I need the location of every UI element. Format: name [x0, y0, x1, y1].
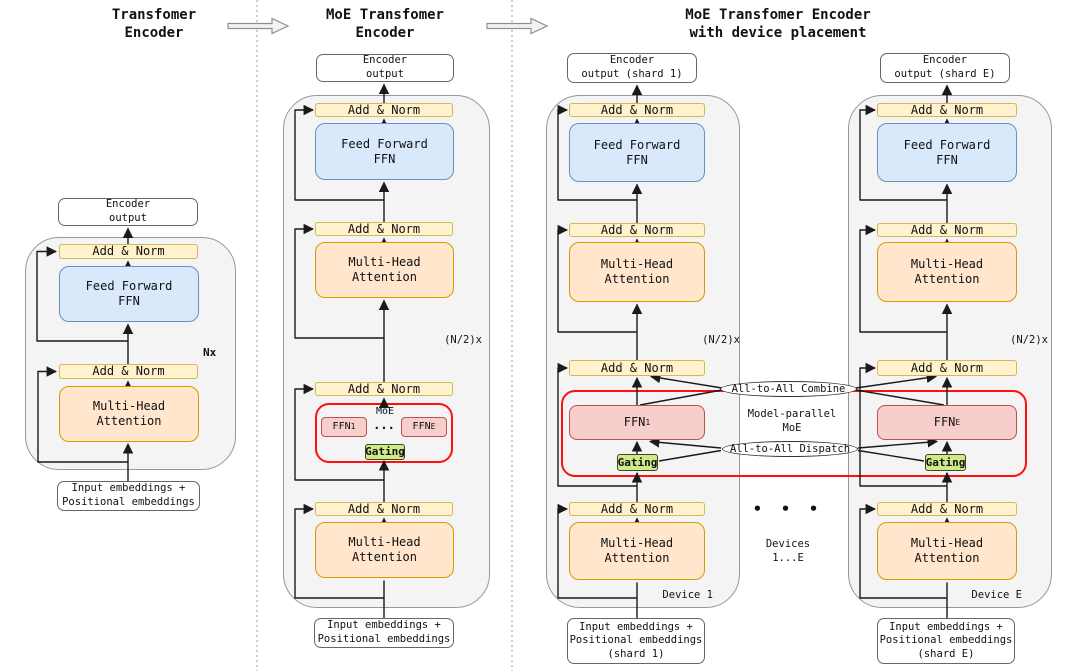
middle-input-embeddings-box: Input embeddings + Positional embeddings: [314, 618, 454, 648]
deviceE-repeat-label: (N/2)x: [1010, 334, 1048, 346]
device1-label: Device 1: [662, 589, 713, 601]
deviceE-add-norm-1: Add & Norm: [877, 103, 1017, 117]
device1-add-norm-3: Add & Norm: [569, 360, 705, 376]
ffn-label: FFN: [933, 415, 956, 429]
middle-panel-title: MoE Transfomer Encoder: [325, 7, 444, 42]
left-feed-forward-box: Feed Forward FFN: [59, 266, 199, 322]
flow-arrow-icon-1: [227, 17, 290, 35]
left-add-norm-top: Add & Norm: [59, 244, 198, 259]
deviceE-multi-head-attention-1: Multi-Head Attention: [877, 242, 1017, 302]
deviceE-label: Device E: [971, 589, 1022, 601]
model-parallel-moe-label: Model-parallel MoE: [747, 408, 837, 434]
left-input-embeddings-box: Input embeddings + Positional embeddings: [57, 481, 200, 511]
ffn-label: FFN: [332, 420, 351, 432]
middle-repeat-label: (N/2)x: [444, 334, 482, 346]
deviceE-add-norm-4: Add & Norm: [877, 502, 1017, 516]
left-add-norm-bottom: Add & Norm: [59, 364, 198, 379]
left-repeat-label: Nx: [203, 346, 217, 359]
middle-add-norm-3: Add & Norm: [315, 382, 453, 396]
device1-input-embeddings-box: Input embeddings + Positional embeddings…: [567, 618, 705, 664]
ffn-label: FFN: [623, 415, 646, 429]
ffn-subscript: E: [955, 417, 961, 427]
deviceE-gating-box: Gating: [925, 454, 966, 471]
deviceE-encoder-output-box: Encoder output (shard E): [880, 53, 1010, 83]
middle-experts-ellipsis: ...: [373, 418, 395, 432]
middle-multi-head-attention-1: Multi-Head Attention: [315, 242, 454, 298]
deviceE-multi-head-attention-2: Multi-Head Attention: [877, 522, 1017, 580]
middle-moe-label: MoE: [375, 406, 395, 417]
ffn-subscript: E: [430, 422, 436, 431]
device1-feed-forward-box: Feed Forward FFN: [569, 123, 705, 182]
device1-encoder-output-box: Encoder output (shard 1): [567, 53, 697, 83]
flow-arrows: [36, 83, 953, 618]
middle-multi-head-attention-2: Multi-Head Attention: [315, 522, 454, 578]
device1-gating-box: Gating: [617, 454, 658, 471]
device1-repeat-label: (N/2)x: [702, 334, 740, 346]
flow-arrow-icon-2: [486, 17, 549, 35]
middle-encoder-output-box: Encoder output: [316, 54, 454, 82]
deviceE-input-embeddings-box: Input embeddings + Positional embeddings…: [877, 618, 1015, 664]
middle-feed-forward-box: Feed Forward FFN: [315, 123, 454, 180]
left-panel-title: Transfomer Encoder: [111, 7, 197, 42]
deviceE-add-norm-2: Add & Norm: [877, 223, 1017, 237]
middle-add-norm-4: Add & Norm: [315, 502, 453, 516]
deviceE-add-norm-3: Add & Norm: [877, 360, 1017, 376]
left-encoder-output-box: Encoder output: [58, 198, 198, 226]
middle-add-norm-2: Add & Norm: [315, 222, 453, 236]
device1-add-norm-1: Add & Norm: [569, 103, 705, 117]
ffn-subscript: 1: [645, 417, 651, 427]
middle-gating-box: Gating: [365, 444, 405, 460]
middle-add-norm-1: Add & Norm: [315, 103, 453, 117]
device1-add-norm-4: Add & Norm: [569, 502, 705, 516]
right-panel-title: MoE Transfomer Encoder with device place…: [685, 7, 871, 42]
device1-multi-head-attention-2: Multi-Head Attention: [569, 522, 705, 580]
deviceE-feed-forward-box: Feed Forward FFN: [877, 123, 1017, 182]
ffn-label: FFN: [412, 420, 431, 432]
device1-add-norm-2: Add & Norm: [569, 223, 705, 237]
all-to-all-combine-ellipse: All-to-All Combine: [720, 381, 857, 397]
devices-range-label: Devices 1...E: [765, 538, 811, 564]
device1-multi-head-attention-1: Multi-Head Attention: [569, 242, 705, 302]
ffn-subscript: 1: [350, 422, 356, 431]
left-multi-head-attention-box: Multi-Head Attention: [59, 386, 199, 442]
devices-ellipsis: • • •: [752, 500, 824, 518]
all-to-all-dispatch-ellipse: All-to-All Dispatch: [722, 441, 858, 457]
